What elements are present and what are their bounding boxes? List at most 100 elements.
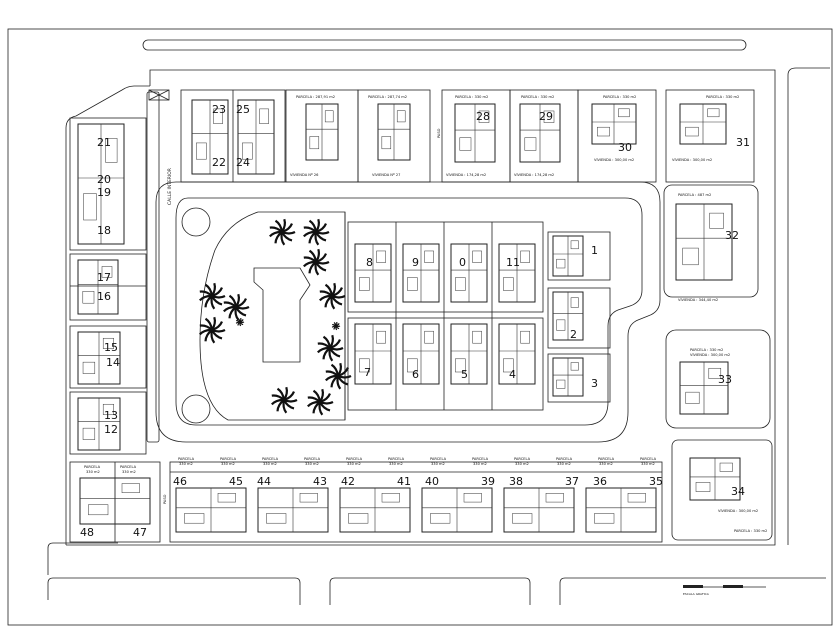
lot-number-10: 0 xyxy=(459,256,466,269)
house-floorplan xyxy=(175,487,247,533)
lot-number-36: 36 xyxy=(593,475,607,488)
lot-number-8: 8 xyxy=(366,256,373,269)
lot-number-48: 48 xyxy=(80,526,94,539)
lot-number-35: 35 xyxy=(649,475,663,488)
lot-number-40: 40 xyxy=(425,475,439,488)
lot-number-46: 46 xyxy=(173,475,187,488)
lot-number-4: 4 xyxy=(509,368,516,381)
palm-tree xyxy=(268,218,296,246)
parcel-labels: PARCELA : 287,91 m2 PARCELA : 287,74 m2 … xyxy=(84,95,767,533)
vivienda-label-32: VIVIENDA : 344,40 m2 xyxy=(678,298,718,302)
lot-number-6: 6 xyxy=(412,368,419,381)
house-floorplan xyxy=(305,103,339,161)
parcel-area-47: 330 m2 xyxy=(122,470,136,474)
bottom-parcel-title: PARCELA xyxy=(472,457,489,461)
lot-number-25: 25 xyxy=(236,103,250,116)
lot-number-21: 21 xyxy=(97,136,111,149)
house-blocks xyxy=(77,99,741,533)
central-garden xyxy=(199,211,346,421)
house-floorplan xyxy=(402,243,440,303)
house-floorplan xyxy=(552,357,584,397)
palm-tree xyxy=(331,321,341,331)
palm-tree xyxy=(316,334,344,362)
parcel-label-48: PARCELA xyxy=(84,465,101,469)
bottom-parcel-area: 330 m2 xyxy=(599,462,613,466)
lot-number-42: 42 xyxy=(341,475,355,488)
house-floorplan xyxy=(585,487,657,533)
vivienda-label-26: VIVIENDA Nº 26 xyxy=(290,173,319,177)
palm-tree xyxy=(270,386,298,414)
lot-number-5: 5 xyxy=(461,368,468,381)
scale-label: ESCALA GRAFICA xyxy=(683,592,710,596)
parcel-label-30: PARCELA : 330 m2 xyxy=(603,95,636,99)
lot-number-39: 39 xyxy=(481,475,495,488)
palm-tree xyxy=(324,362,352,390)
lot-number-11: 11 xyxy=(506,256,520,269)
parcel-label-29: PARCELA : 330 m2 xyxy=(521,95,554,99)
house-floorplan xyxy=(77,397,121,451)
bottom-parcel-title: PARCELA xyxy=(346,457,363,461)
parcel-label-31: PARCELA : 330 m2 xyxy=(706,95,739,99)
bottom-parcel-area: 330 m2 xyxy=(557,462,571,466)
bottom-parcel-title: PARCELA xyxy=(640,457,657,461)
bottom-parcel-title: PARCELA xyxy=(598,457,615,461)
parcel-label-34: PARCELA : 330 m2 xyxy=(734,529,767,533)
palm-tree xyxy=(222,293,250,321)
house-floorplan xyxy=(402,323,440,385)
bottom-parcel-area: 330 m2 xyxy=(389,462,403,466)
bottom-parcel-title: PARCELA xyxy=(514,457,531,461)
lot-number-2: 2 xyxy=(570,328,577,341)
palm-tree xyxy=(235,317,245,327)
house-floorplan xyxy=(498,243,536,303)
lot-number-14: 14 xyxy=(106,356,120,369)
lot-number-24: 24 xyxy=(236,156,250,169)
vivienda-label-30: VIVIENDA : 300,00 m2 xyxy=(594,158,634,162)
house-floorplan xyxy=(77,259,119,315)
house-floorplan xyxy=(679,103,727,145)
lot-number-29: 29 xyxy=(539,110,553,123)
lot-number-28: 28 xyxy=(476,110,490,123)
parcel-label-47: PARCELA xyxy=(120,465,137,469)
top-parcels xyxy=(180,89,759,298)
house-floorplan xyxy=(503,487,575,533)
house-floorplan xyxy=(498,323,536,385)
street-label: CALLE INTERIOR xyxy=(167,168,173,205)
interior-ring-road: CALLE INTERIOR xyxy=(146,89,661,443)
left-parcels xyxy=(69,117,147,455)
bottom-parcel-area: 330 m2 xyxy=(221,462,235,466)
house-floorplan xyxy=(77,123,125,245)
lot-number-15: 15 xyxy=(104,341,118,354)
house-floorplan xyxy=(689,457,741,501)
palm-tree xyxy=(198,282,226,310)
house-floorplan xyxy=(552,235,584,277)
bottom-parcel-area: 330 m2 xyxy=(305,462,319,466)
bottom-parcel-title: PARCELA xyxy=(430,457,447,461)
lot-number-7: 7 xyxy=(364,366,371,379)
vivienda-label-28: VIVIENDA : 174,28 m2 xyxy=(446,173,486,177)
bottom-parcel-area: 330 m2 xyxy=(515,462,529,466)
lot-numbers: 1 2 3 4 5 6 7 8 9 0 11 12 13 14 15 16 17… xyxy=(80,103,750,539)
central-houses xyxy=(347,221,611,411)
house-floorplan xyxy=(591,103,637,145)
parcel-label-32: PARCELA : 487 m2 xyxy=(678,193,711,197)
lot-number-37: 37 xyxy=(565,475,579,488)
bottom-parcel-area: 330 m2 xyxy=(431,462,445,466)
lot-number-9: 9 xyxy=(412,256,419,269)
lot-number-47: 47 xyxy=(133,526,147,539)
palm-trees xyxy=(198,218,352,416)
house-floorplan xyxy=(237,99,275,175)
house-floorplan xyxy=(354,323,392,385)
lot-number-20: 20 xyxy=(97,173,111,186)
bottom-parcel-area: 330 m2 xyxy=(473,462,487,466)
bottom-parcel-title: PARCELA xyxy=(556,457,573,461)
house-floorplan xyxy=(257,487,329,533)
lot-number-12: 12 xyxy=(104,423,118,436)
bottom-parcel-area: 330 m2 xyxy=(179,462,193,466)
parcel-label-33: PARCELA : 330 m2 xyxy=(690,348,723,352)
house-floorplan xyxy=(450,323,488,385)
house-floorplan xyxy=(421,487,493,533)
palm-tree xyxy=(198,316,226,344)
house-floorplan xyxy=(191,99,229,175)
